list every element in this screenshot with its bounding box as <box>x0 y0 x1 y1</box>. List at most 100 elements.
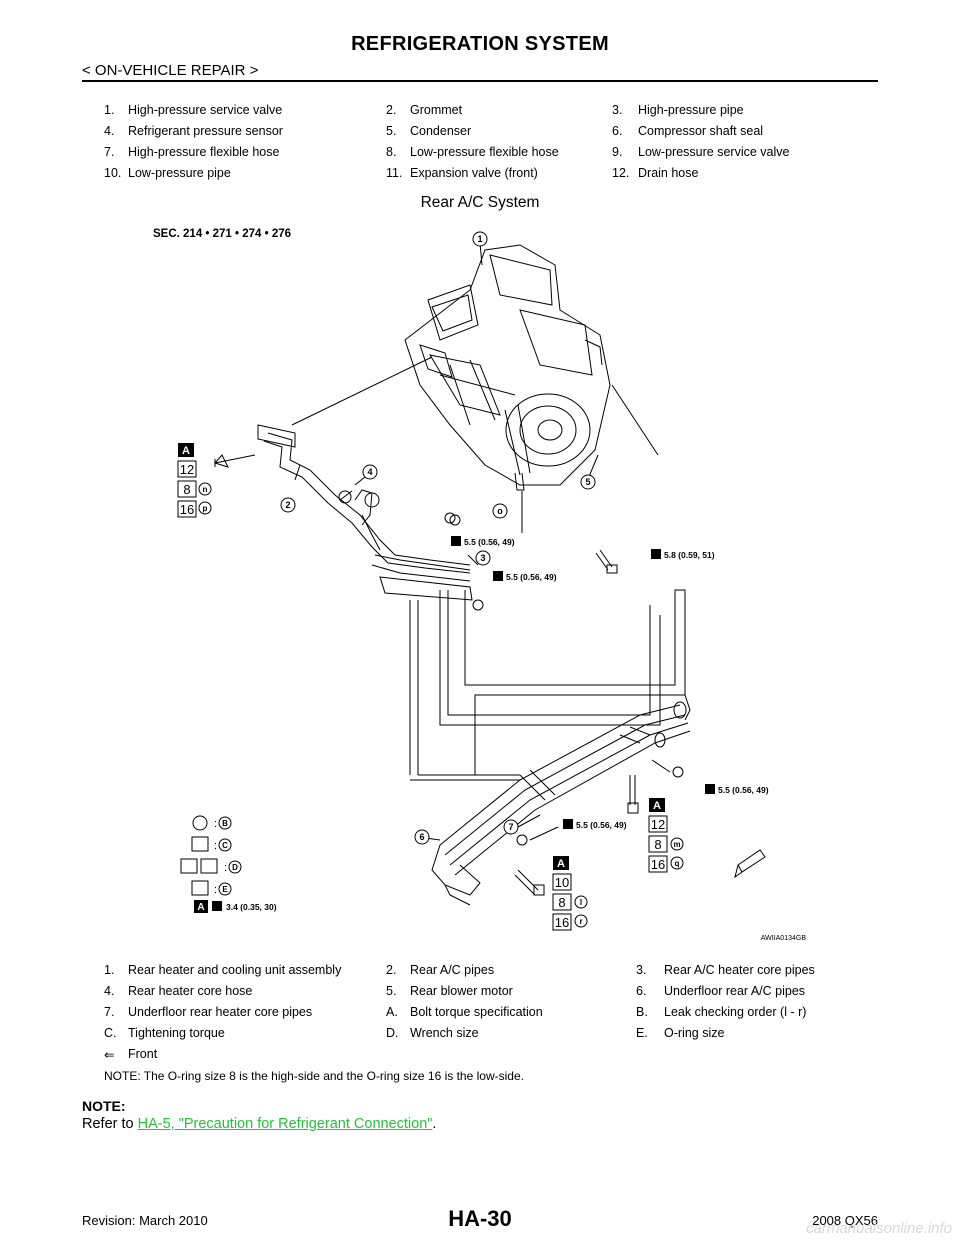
torque-value: 3.4 (0.35, 30) <box>226 902 277 912</box>
rear-heater-unit <box>404 244 611 491</box>
spec-stack-right: A 12 8 m 16 q <box>648 798 684 873</box>
key-wrench-icon <box>200 858 218 874</box>
legend-row: C. Tightening torque D. Wrench size E. O… <box>104 1026 864 1047</box>
breadcrumb: < ON-VEHICLE REPAIR > <box>82 62 259 79</box>
legend-num: 12. <box>612 166 630 180</box>
key-b: B <box>222 819 228 828</box>
oring-size: 12 <box>651 817 665 832</box>
legend-num: 9. <box>612 145 623 159</box>
legend-num: A. <box>386 1005 398 1019</box>
legend-top: 1. High-pressure service valve 2. Gromme… <box>104 103 864 187</box>
underfloor-pipes <box>431 701 691 906</box>
legend-text: Underfloor rear heater core pipes <box>128 1005 313 1019</box>
legend-num: 6. <box>612 124 623 138</box>
callout-7-label: 7 <box>508 822 513 832</box>
oring-size: 16 <box>180 502 194 517</box>
torque-value: 5.8 (0.59, 51) <box>664 550 715 560</box>
torque-icon <box>705 784 715 794</box>
callout-5-label: 5 <box>585 477 590 487</box>
legend-num: 5. <box>386 124 397 138</box>
legend-num: 6. <box>636 984 647 998</box>
oring-size: 8 <box>654 837 661 852</box>
legend-text: Grommet <box>410 103 463 117</box>
legend-num: 4. <box>104 124 115 138</box>
leak-order: n <box>203 485 208 494</box>
oring-size: 16 <box>555 915 569 930</box>
note-refer-suffix: . <box>432 1116 437 1132</box>
legend-text: Low-pressure service valve <box>638 145 790 159</box>
torque-value: 5.5 (0.56, 49) <box>464 537 515 547</box>
header-rule <box>82 80 878 82</box>
legend-text: Rear A/C pipes <box>410 963 495 977</box>
legend-text: High-pressure service valve <box>128 103 283 117</box>
callout-2-label: 2 <box>285 500 290 510</box>
legend-text: Expansion valve (front) <box>410 166 538 180</box>
leak-order-circle <box>670 856 684 870</box>
legend-row: 7. High-pressure flexible hose 8. Low-pr… <box>104 145 864 166</box>
legend-num: 10. <box>104 166 122 180</box>
leak-order-circle <box>574 914 588 928</box>
legend-num: 5. <box>386 984 397 998</box>
legend-num: 8. <box>386 145 397 159</box>
legend-num: 1. <box>104 963 115 977</box>
legend-num: 1. <box>104 103 115 117</box>
leak-order: q <box>675 859 680 868</box>
callout-1 <box>472 231 488 247</box>
leak-order-circle <box>670 837 684 851</box>
torque-icon <box>212 901 222 911</box>
oring-size-box <box>648 835 668 853</box>
legend-row: ⇐ Front <box>104 1047 864 1068</box>
legend-row: 1. High-pressure service valve 2. Gromme… <box>104 103 864 124</box>
precaution-link[interactable]: HA-5, "Precaution for Refrigerant Connec… <box>137 1116 433 1132</box>
legend-text: Rear heater and cooling unit assembly <box>128 963 342 977</box>
spec-a-letter: A <box>653 800 661 812</box>
watermark: carmanualsonline.info <box>806 1220 952 1237</box>
note-body: Refer to HA-5, "Precaution for Refrigera… <box>82 1116 436 1132</box>
legend-row: 7. Underfloor rear heater core pipes A. … <box>104 1005 864 1026</box>
oring-size: 8 <box>558 895 565 910</box>
key-colon: : <box>224 862 227 874</box>
key-c: C <box>222 841 228 850</box>
oring-size: 12 <box>180 462 194 477</box>
key-e-circle <box>218 882 232 896</box>
page-number: HA-30 <box>448 1206 512 1231</box>
legend-row: 1. Rear heater and cooling unit assembly… <box>104 963 864 984</box>
legend-text: Rear A/C heater core pipes <box>664 963 815 977</box>
legend-num: D. <box>386 1026 399 1040</box>
key-c-circle <box>218 838 232 852</box>
spec-a-badge <box>553 856 569 870</box>
callout-6 <box>414 829 430 845</box>
oring-size-box <box>648 855 668 873</box>
legend-text: Underfloor rear A/C pipes <box>664 984 806 998</box>
oring-size: 10 <box>555 875 569 890</box>
key-colon: : <box>214 818 217 830</box>
torque-value: 5.5 (0.56, 49) <box>506 572 557 582</box>
key-e: E <box>222 885 228 894</box>
torque-icon <box>651 549 661 559</box>
legend-num: 3. <box>612 103 623 117</box>
legend-num: 4. <box>104 984 115 998</box>
leak-order: r <box>579 917 582 926</box>
oring-note: NOTE: The O-ring size 8 is the high-side… <box>104 1069 524 1083</box>
spec-a-badge <box>194 900 208 913</box>
spec-stack-left: A 12 8 n 16 p <box>177 443 212 518</box>
callout-o-label: o <box>497 506 503 516</box>
key-wrench-icon <box>180 858 198 874</box>
legend-num: 11. <box>386 166 403 180</box>
legend-num: E. <box>636 1026 648 1040</box>
legend-row: 4. Refrigerant pressure sensor 5. Conden… <box>104 124 864 145</box>
spec-a-badge <box>649 798 665 812</box>
legend-text: Bolt torque specification <box>410 1005 543 1019</box>
torque-icon <box>563 819 573 829</box>
torque-icon <box>493 571 503 581</box>
legend-text: Low-pressure pipe <box>128 166 231 180</box>
figure-code: AWIIA0134GB <box>761 935 807 942</box>
underfloor-pipe-route <box>409 589 691 781</box>
revision-date: Revision: March 2010 <box>82 1213 208 1228</box>
leak-order-circle <box>198 482 212 496</box>
oring-size-box <box>177 460 197 478</box>
legend-num: 2. <box>386 963 397 977</box>
oring-size: 16 <box>651 857 665 872</box>
legend-text: Rear blower motor <box>410 984 513 998</box>
key-b-circle <box>218 816 232 830</box>
